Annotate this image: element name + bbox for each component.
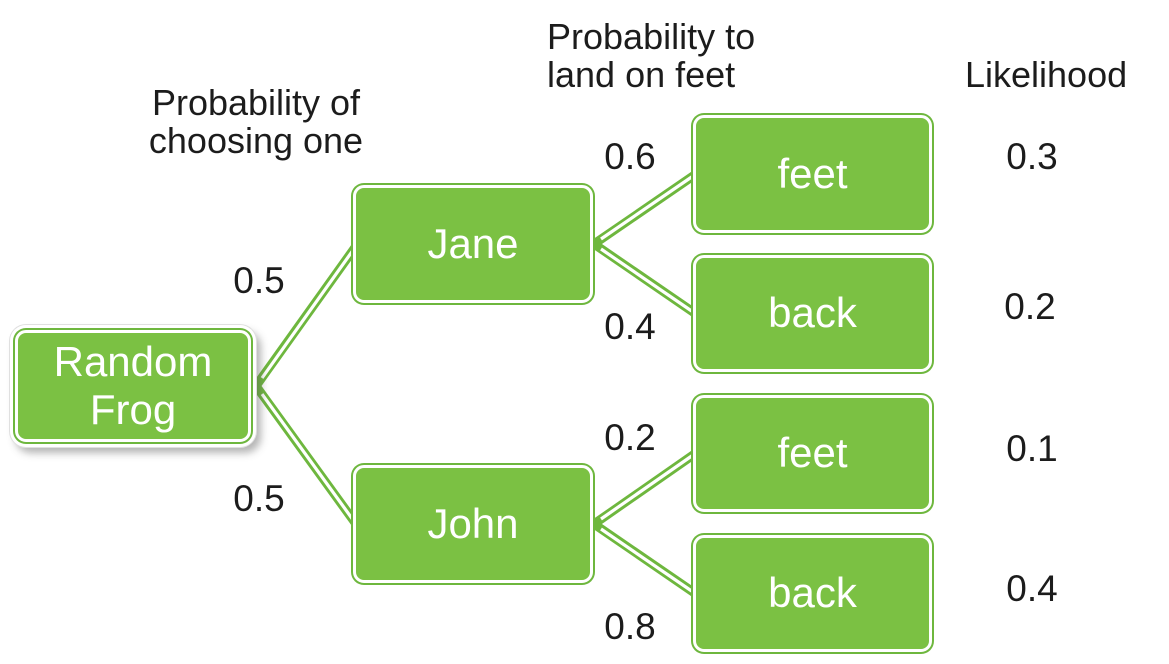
connector-jane-back [589,239,701,319]
header-line: Probability to [547,16,756,57]
probability-jane-feet: 0.6 [604,136,656,177]
node-label: feet [777,149,848,197]
node-john-back: back [693,535,932,652]
likelihood-jane-feet: 0.3 [1006,136,1058,177]
header-line: choosing one [148,120,364,162]
header-line: Likelihood [965,54,1128,95]
connector-john-feet [589,448,701,529]
likelihood-john-feet: 0.1 [1006,428,1058,469]
probability-john-back: 0.8 [604,606,656,647]
connector-john-back [589,519,701,599]
node-john-feet: feet [693,395,932,512]
node-john: John [353,465,593,583]
connector-jane-feet [589,169,701,249]
node-jane-feet: feet [693,115,932,233]
header-probability-to-land-on-feet: Probability to land on feet [547,16,756,96]
probability-jane-back: 0.4 [604,306,656,347]
probability-john-feet: 0.2 [604,417,656,458]
node-label: back [768,569,857,617]
node-label: Jane [427,219,519,267]
probability-root-jane: 0.5 [233,260,285,301]
likelihood-jane-back: 0.2 [1004,286,1056,327]
likelihood-john-back: 0.4 [1006,568,1058,609]
node-random-frog: Random Frog [10,325,256,447]
header-line: land on feet [547,54,736,96]
header-line: Probability of [151,82,361,123]
header-likelihood: Likelihood [965,54,1128,95]
node-label: Random Frog [53,337,213,433]
node-jane-back: back [693,255,932,372]
node-random-frog-box: Random Frog [15,330,251,442]
connector-root-jane [251,241,361,391]
header-probability-of-choosing-one: Probability of choosing one [146,82,366,162]
node-label: back [768,289,857,337]
node-label: feet [777,429,848,477]
connector-root-john [251,381,361,529]
node-label: John [427,499,519,547]
probability-root-john: 0.5 [233,478,285,519]
node-jane: Jane [353,185,593,303]
